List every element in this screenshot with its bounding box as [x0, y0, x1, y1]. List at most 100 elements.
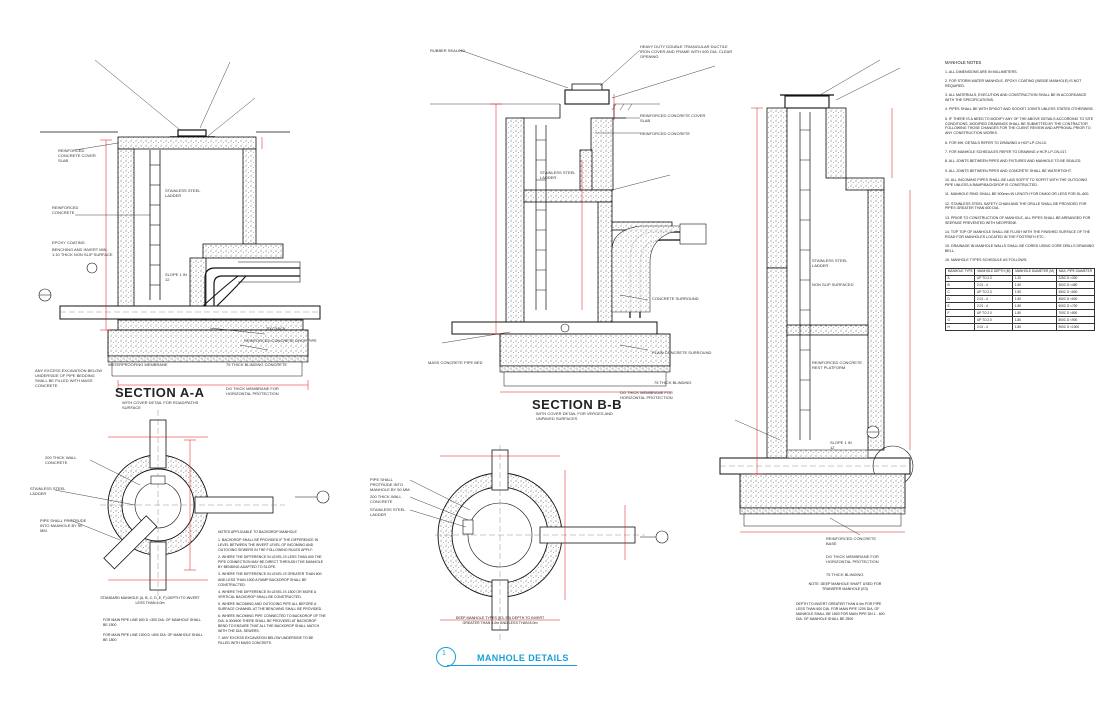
- table-cell: 700C D <800: [1055, 309, 1096, 317]
- plan-left-caption: STANDARD MANHOLE (A, B, C, D, E, F) DEPT…: [100, 596, 200, 606]
- table-cell: 1.50: [1012, 288, 1057, 297]
- backdrop-notes-heading: NOTES APPLICABLE TO BACKDROP MANHOLE: [218, 530, 297, 534]
- plan-right-caption: DEEP MANHOLE TYPES (E3, E5) DEPTH TO INV…: [455, 616, 545, 626]
- bb-label-concrete-surround: CONCRETE SURROUND: [652, 296, 699, 301]
- section-bb-subtitle: WITH COVER DETAIL FOR VERGES AND UNPAVED…: [536, 411, 613, 421]
- bb-label-rubber-sealing: RUBBER SEALING: [430, 48, 466, 53]
- table-cell: D: [944, 295, 976, 304]
- backdrop-note: 1. BACKDROP SHALL BE PROVIDED IF THE DIF…: [218, 538, 319, 553]
- manhole-note: 16. MANHOLE TYPES SCHEDULE AS FOLLOWS:: [945, 258, 1028, 263]
- bb-label-plain-surround: PLAIN CONCRETE SURROUND: [652, 350, 712, 355]
- table-cell: F: [944, 309, 976, 317]
- aa-label-epoxy: EPOXY COATING: [52, 240, 85, 245]
- deep-label-non-slip: NON SLIP SURFACED: [812, 282, 854, 287]
- table-cell: 1.50: [1012, 295, 1057, 304]
- section-aa-title: SECTION A-A: [115, 385, 205, 400]
- manhole-note: 3. ALL MATERIALS, EXECUTION AND CONSTRUC…: [945, 93, 1087, 103]
- plan-right-label-ladder: STAINLESS STEEL LADDER: [370, 507, 406, 517]
- manhole-note: 5. IF THERE IS A NEED TO MODIFY ANY OF T…: [945, 116, 1094, 136]
- bb-label-pipe-bed: MASS CONCRETE PIPE BED: [428, 360, 483, 365]
- table-cell: 1.80: [1012, 315, 1057, 324]
- table-cell: E: [944, 302, 976, 311]
- aa-label-blinding: 75 THICK BLINDING CONCRETE: [226, 362, 288, 367]
- deep-caption: NOTE: DEEP MANHOLE SHAFT USED FOR TRANSF…: [808, 582, 882, 592]
- manhole-note: 6. FOR MH. DETAILS REFER TO DRAWING # HC…: [945, 140, 1047, 145]
- manhole-note: 4. PIPES SHALL BE WITH SPIGOT AND SOCKET…: [945, 107, 1094, 112]
- deep-label-base: REINFORCED CONCRETE BASE: [826, 536, 877, 546]
- aa-label-cover-slab: REINFORCED CONCRETE COVER SLAB: [58, 148, 96, 163]
- plan-right-label-protrude: PIPE SHALL PROTRUDE INTO MANHOLE BY 50 M…: [370, 477, 411, 492]
- table-cell: 450C D <600: [1055, 295, 1096, 304]
- bb-label-ladder: STAINLESS STEEL LADDER: [540, 170, 576, 180]
- table-cell: 1.50: [1012, 281, 1057, 290]
- plan-left-note2: FOR MAIN PIPE LINE 1000 D <600 DIA. OF M…: [103, 633, 203, 643]
- bb-label-membrane: DG THICK MEMBRANE FOR HORIZONTAL PROTECT…: [620, 390, 673, 400]
- plan-left-label-wall: 200 THICK WALL CONCRETE: [45, 455, 77, 465]
- bb-label-reinforced-concrete: REINFORCED CONCRETE: [640, 131, 691, 136]
- aa-label-benching: BENCHING AND INVERT MIN. 1:10 THICK NON …: [52, 247, 113, 257]
- backdrop-note: 5. WHERE INCOMING AND OUTGOING PIPE ALL …: [218, 601, 323, 611]
- plan-right-drawing: [409, 445, 669, 640]
- backdrop-note: 6. WHERE INCOMING PIPE CONNECTED TO BACK…: [218, 613, 326, 634]
- deep-manhole-section-drawing: [719, 59, 914, 536]
- table-cell: 2.01 - 4: [974, 322, 1014, 331]
- manhole-note: 10. ALL INCOMING PIPES SHALL BE LAID SOF…: [945, 177, 1088, 187]
- deep-label-platform: REINFORCED CONCRETE REST PLATFORM: [812, 360, 863, 370]
- aa-label-excess: ANY EXCESS EXCAVATION BELOW UNDERSIDE OF…: [35, 368, 103, 388]
- table-header-row: MANHOLE TYPE MANHOLE DEPTH (M) MANHOLE D…: [944, 267, 1096, 276]
- table-cell: G: [944, 315, 976, 324]
- manhole-note: 14. TOP TOP OF MANHOLE SHALL BE FLUSH WI…: [945, 229, 1091, 239]
- manhole-types-table: MANHOLE TYPE MANHOLE DEPTH (M) MANHOLE D…: [944, 267, 1096, 331]
- backdrop-notes: NOTES APPLICABLE TO BACKDROP MANHOLE 1. …: [218, 530, 326, 646]
- table-cell: A: [944, 274, 976, 283]
- table-header: MAX. PIPE DIAMETER: [1055, 267, 1096, 276]
- plan-right-label-wall: 200 THICK WALL CONCRETE: [370, 494, 402, 504]
- table-cell: 1.80: [1012, 309, 1057, 317]
- table-cell: 1.20: [1012, 274, 1057, 283]
- title-underline: [447, 665, 577, 666]
- table-header: MANHOLE DEPTH (M): [974, 267, 1014, 276]
- aa-label-slope: SLOPE 1 IN 12: [165, 272, 187, 282]
- manhole-note: 7. FOR MANHOLE SCHEDULES REFER TO DRAWIN…: [945, 149, 1068, 154]
- plan-left-label-ladder: STAINLESS STEEL LADDER: [30, 486, 66, 496]
- aa-label-waterproofing: WATERPROOFING MEMBRANE: [108, 362, 168, 367]
- title-number: 1: [442, 650, 446, 657]
- table-cell: C: [944, 288, 976, 297]
- aa-label-membrane: DG THICK MEMBRANE FOR HORIZONTAL PROTECT…: [226, 386, 279, 396]
- drawing-title: MANHOLE DETAILS: [477, 653, 569, 663]
- section-aa-drawing: [38, 59, 321, 390]
- manhole-note: 9. ALL JOINTS BETWEEN PIPES AND CONCRETE…: [945, 168, 1072, 173]
- manhole-note: 15. DRAINAGE IN MANHOLE WALLS SHALL BE C…: [945, 244, 1095, 253]
- manhole-note: 13. PRIOR TO CONSTRUCTION OF MANHOLE, AL…: [945, 215, 1091, 225]
- plan-left-note1: FOR MAIN PIPE LINE 600 D <300 DIA. OF MA…: [103, 618, 201, 628]
- backdrop-note: 3. WHERE THE DIFFERENCE IN LEVEL IS GREA…: [218, 572, 322, 587]
- deep-label-slope: SLOPE 1 IN 12: [830, 440, 852, 450]
- deep-label-blinding: 75 THICK BLINDING: [826, 572, 864, 577]
- deep-notes: DEPTH TO INVERT GREATER THAN 6.0m FOR PI…: [796, 602, 885, 622]
- aa-label-drop-pipe: REINFORCED CONCRETE DROP PIPE: [244, 338, 317, 343]
- aa-label-ladder: STAINLESS STEEL LADDER: [165, 188, 201, 198]
- table-cell: UP TO 2.0: [974, 315, 1014, 324]
- deep-label-ladder: STAINLESS STEEL LADDER: [812, 258, 848, 268]
- section-aa-subtitle: WITH COVER DETAIL FOR ROAD/PATHS SURFACE: [122, 400, 199, 410]
- manhole-note: 8. ALL JOINTS BETWEEN PIPES AND FIXTURES…: [945, 159, 1082, 164]
- aa-label-reinforced-concrete: REINFORCED CONCRETE: [52, 205, 79, 215]
- manhole-notes: MANHOLE NOTES 1. ALL DIMENSIONS ARE IN M…: [944, 60, 1096, 331]
- backdrop-note: 4. WHERE THE DIFFERENCE IN LEVEL IS 1500…: [218, 589, 317, 599]
- title-number-circle: [436, 647, 456, 667]
- manhole-note: 11. MANHOLE RING SHALL BE 900mm IN LENGT…: [945, 192, 1090, 197]
- table-cell: 1.80: [1012, 322, 1057, 331]
- aa-label-200-thick: 200 THICK: [266, 326, 286, 331]
- deep-label-membrane: DG THICK MEMBRANE FOR HORIZONTAL PROTECT…: [826, 554, 879, 564]
- table-cell: UP TO 2.0: [974, 309, 1014, 317]
- table-cell: UP TO 2.0: [974, 288, 1014, 297]
- table-cell: 900C D <1000: [1055, 322, 1096, 331]
- manhole-note: 1. ALL DIMENSIONS ARE IN MILLIMETERS.: [945, 69, 1018, 74]
